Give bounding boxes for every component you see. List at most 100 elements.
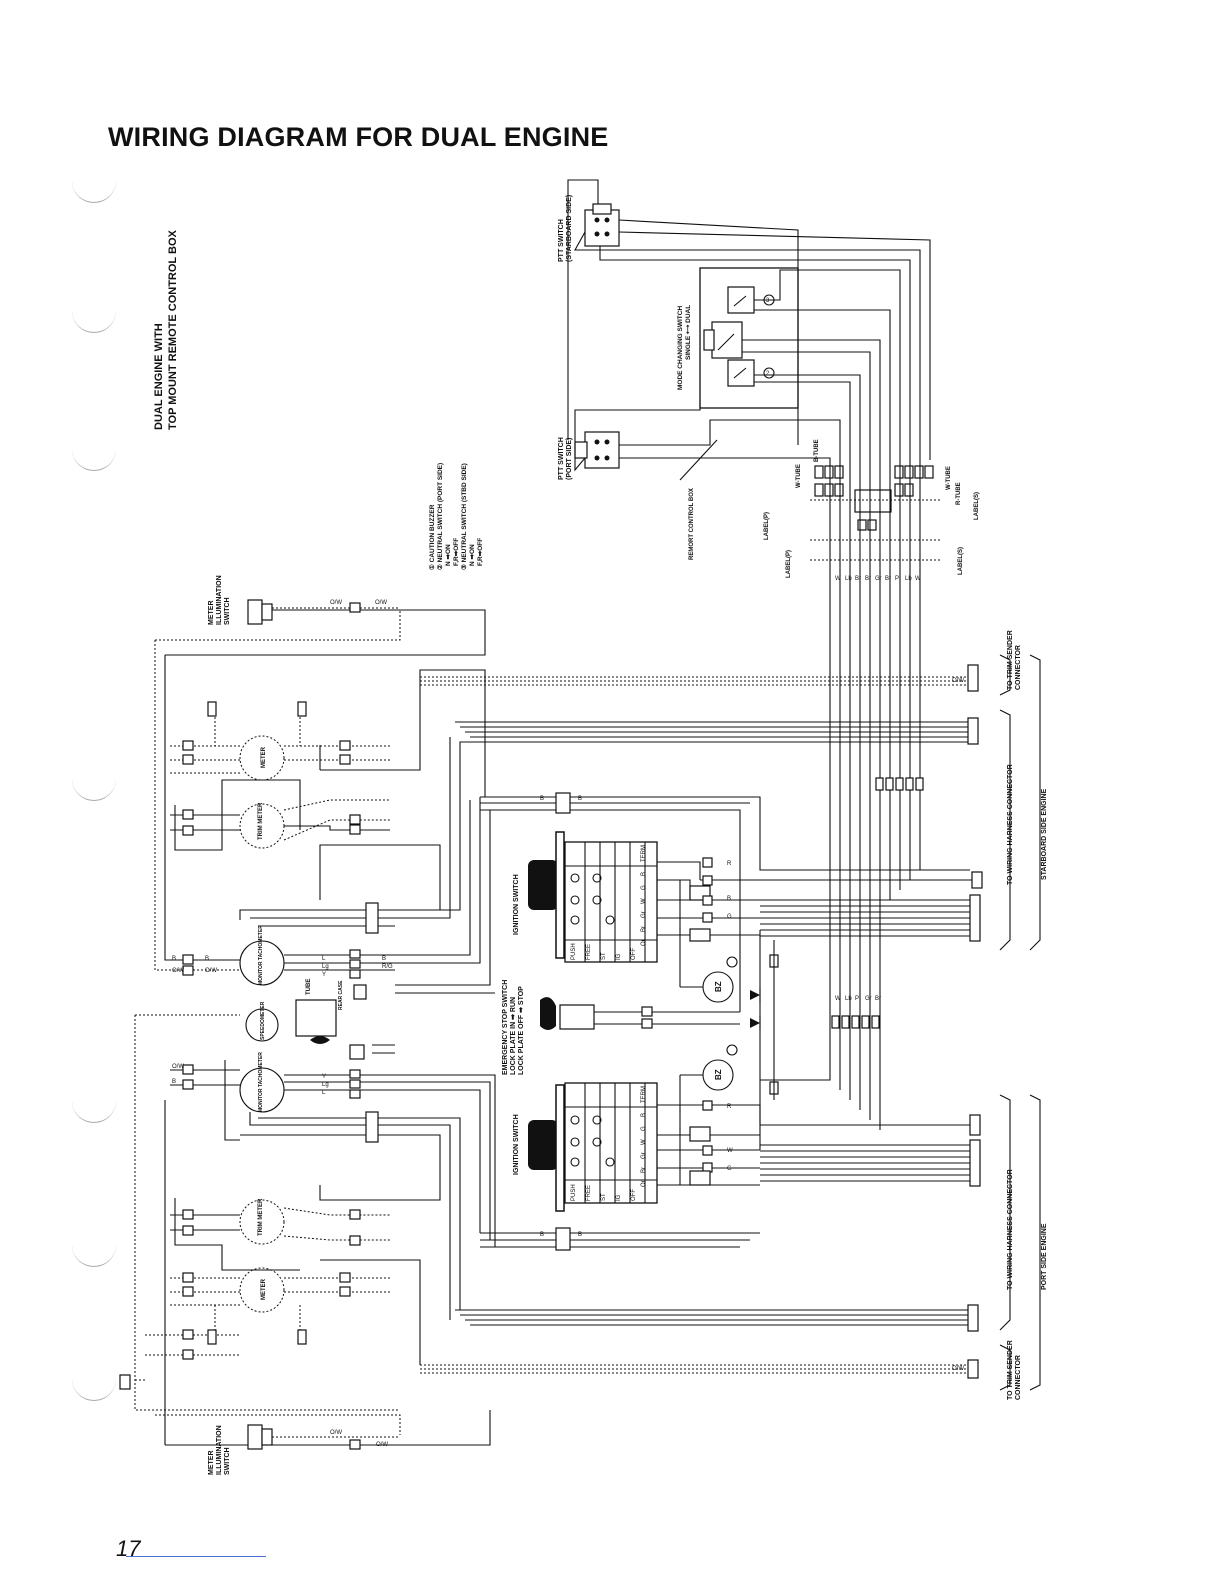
svg-text:R/G: R/G: [382, 964, 393, 970]
harness-connector-stbd-a: [967, 717, 979, 745]
harness-connector-port-b: [969, 1139, 981, 1187]
svg-text:B: B: [727, 896, 731, 902]
ptt-switch-starboard: [584, 203, 620, 247]
w-tube-label-1: W-TUBE: [796, 464, 802, 488]
label-p-2: LABEL(P): [786, 550, 792, 578]
legend-line4: F,R➡OFF: [453, 538, 460, 566]
ignition-col-label: Br: [641, 1167, 647, 1173]
svg-text:P: P: [855, 996, 859, 1002]
svg-text:O/W: O/W: [375, 600, 387, 606]
svg-text:R: R: [727, 861, 732, 867]
meter-illum-top-3: SWITCH: [224, 597, 231, 625]
ignition-switch-bottom: [528, 1082, 658, 1212]
ptt-stbd-label-2: (STARBOARD SIDE): [566, 195, 573, 262]
bracket-stbd-engine: [1029, 654, 1041, 951]
ptt-stbd-label-1: PTT SWITCH: [558, 219, 565, 262]
mode-switch-label-2: SINGLE ⟷ DUAL: [685, 305, 692, 360]
bracket-trim-port: [999, 1344, 1011, 1391]
svg-text:BZ: BZ: [714, 981, 723, 992]
svg-text:Gr: Gr: [865, 996, 872, 1002]
svg-text:Lg: Lg: [322, 964, 329, 970]
binder-hole-4: [72, 770, 116, 801]
label-dash-lines: [810, 499, 940, 561]
svg-text:Br: Br: [875, 996, 881, 1002]
meter-top: METER: [239, 735, 285, 781]
bracket-harness-stbd: [999, 709, 1011, 951]
harness-connector-stbd-b: [971, 871, 983, 889]
speedometer: SPEEDOMETER TUBE REAR CASE: [245, 979, 344, 1044]
legend-line7: F,R➡OFF: [477, 538, 484, 566]
svg-text:O/W: O/W: [330, 1430, 342, 1436]
svg-text:W: W: [727, 1148, 733, 1154]
svg-text:SPEEDOMETER: SPEEDOMETER: [260, 1001, 266, 1040]
w-tube-label-2: W-TUBE: [946, 466, 952, 490]
ignition-col-label: Or: [641, 939, 647, 946]
meter-illum-top-1: METER: [208, 601, 215, 626]
ignition-col-label: Gr: [641, 911, 647, 918]
ignition-col-label: W: [641, 898, 647, 904]
label-s-2: LABEL(S): [958, 547, 964, 575]
harness-connector-port-c: [967, 1304, 979, 1332]
legend-line2: ② NEUTRAL SWITCH (PORT SIDE): [436, 463, 444, 570]
svg-text:Lb: Lb: [905, 576, 912, 582]
ignition-row-label: FREE: [586, 1185, 592, 1201]
svg-text:B: B: [540, 796, 544, 802]
svg-text:R: R: [727, 1104, 732, 1110]
r-tube-b: [867, 519, 877, 531]
bracket-port-engine: [1029, 1094, 1041, 1391]
estop-label-2: LOCK PLATE IN ➡ RUN: [510, 997, 517, 1075]
bracket-trim-stbd: [999, 654, 1011, 696]
svg-text:METER: METER: [261, 746, 267, 768]
meter-illum-bot-3: SWITCH: [224, 1447, 231, 1475]
illum-wire-top: [165, 609, 486, 656]
svg-text:O/W: O/W: [952, 1366, 964, 1372]
svg-text:Br: Br: [855, 576, 861, 582]
svg-text:BZ: BZ: [714, 1069, 723, 1080]
harness-connector-stbd-c: [969, 894, 981, 942]
caution-buzzer-bottom: BZ: [702, 1044, 738, 1091]
svg-text:Lb: Lb: [845, 996, 852, 1002]
svg-text:2: 2: [766, 371, 770, 377]
svg-text:B: B: [540, 1232, 544, 1238]
svg-text:W: W: [835, 576, 841, 582]
svg-text:B: B: [172, 956, 176, 962]
svg-text:Y: Y: [322, 972, 326, 978]
binder-hole-3: [72, 440, 116, 471]
stbd-tube-connectors: [875, 777, 924, 791]
b-tube: [854, 489, 892, 513]
binder-hole-7: [72, 1370, 116, 1401]
trim-meter-top: TRIM METER: [239, 802, 285, 849]
trim-sender-connector-port: [967, 1359, 979, 1379]
right-harness-wires: [420, 676, 972, 1374]
svg-text:MONITOR TACHOMETER: MONITOR TACHOMETER: [258, 1052, 264, 1112]
label-s-1: LABEL(S): [974, 492, 980, 520]
ignition-switch-top: [528, 831, 658, 963]
ignition-col-label: Or: [641, 1180, 647, 1187]
ignition-row-label: IG: [616, 1194, 622, 1201]
trim-sender-stbd-2: CONNECTOR: [1015, 645, 1022, 690]
svg-text:Br: Br: [885, 576, 891, 582]
ptt-port-label-2: (PORT SIDE): [566, 438, 573, 480]
port-tube-connectors: [831, 1015, 880, 1029]
binder-hole-5: [72, 1092, 116, 1123]
ignition-row-label: IG: [616, 953, 622, 960]
illum-wire-bot: [165, 1410, 491, 1446]
ignition-row-label: PUSH: [571, 1184, 577, 1201]
estop-label-1: EMERGENCY STOP SWITCH: [502, 980, 509, 1075]
w-tube-port: [894, 465, 934, 497]
caution-buzzer-top: BZ: [702, 956, 738, 1003]
trim-sender-port-2: CONNECTOR: [1015, 1355, 1022, 1400]
ignition-col-label: TERM: [641, 1086, 647, 1103]
meter-illum-bot-1: METER: [208, 1451, 215, 1476]
monitor-tachometer-top: MONITOR TACHOMETER: [239, 925, 285, 986]
svg-text:MONITOR TACHOMETER: MONITOR TACHOMETER: [258, 925, 264, 985]
svg-text:Gr: Gr: [875, 576, 882, 582]
stbd-engine-label: STARBOARD SIDE ENGINE: [1041, 788, 1048, 880]
page-title: WIRING DIAGRAM FOR DUAL ENGINE: [108, 122, 609, 152]
svg-text:METER: METER: [261, 1278, 267, 1300]
svg-text:Lg: Lg: [322, 1082, 329, 1088]
estop-label-3: LOCK PLATE OFF ➡ STOP: [518, 986, 525, 1075]
remote-box-pointer: [679, 439, 718, 481]
